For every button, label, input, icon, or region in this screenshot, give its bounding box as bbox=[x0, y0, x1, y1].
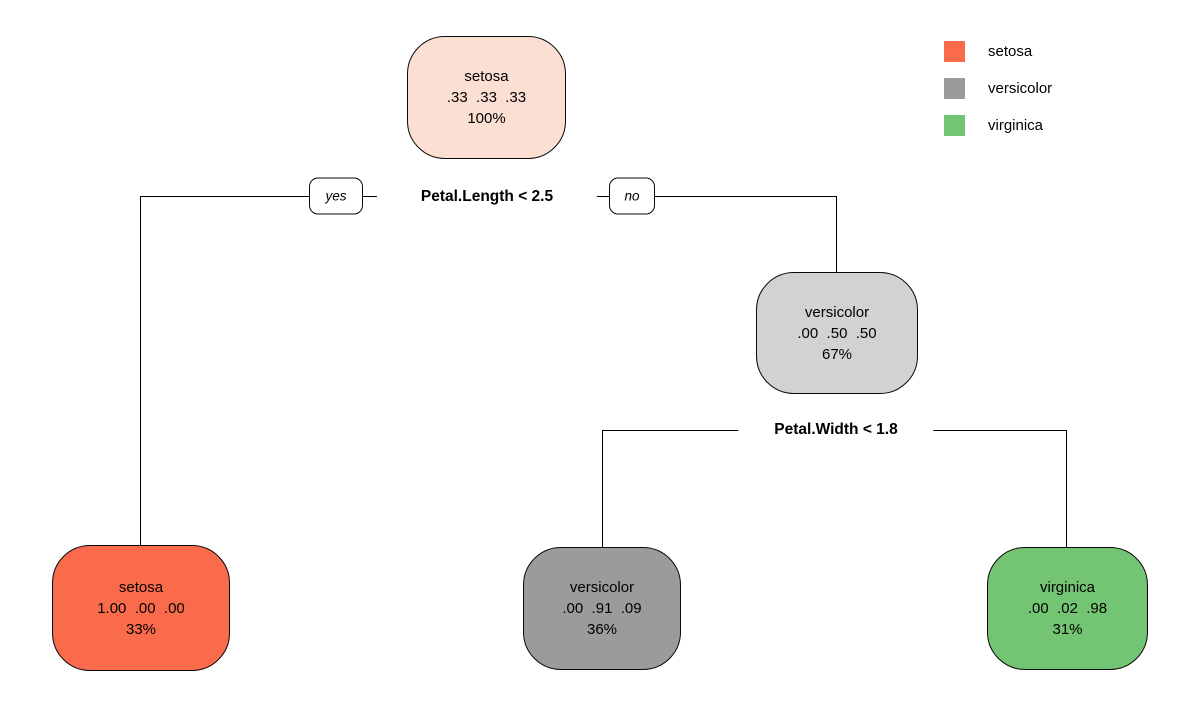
legend-swatch-setosa bbox=[944, 41, 965, 62]
node-class-label: setosa bbox=[464, 68, 509, 85]
node-probabilities: .33 .33 .33 bbox=[446, 89, 527, 106]
node-probabilities: .00 .91 .09 bbox=[562, 600, 642, 617]
node-class-label: virginica bbox=[1039, 579, 1096, 596]
branch-no-label: no bbox=[624, 188, 640, 204]
node-coverage: 36% bbox=[586, 621, 618, 638]
tree-node-leaf-setosa: setosa 1.00 .00 .00 33% bbox=[52, 545, 230, 671]
legend-swatch-versicolor bbox=[944, 78, 965, 99]
tree-node-leaf-virginica: virginica .00 .02 .98 31% bbox=[987, 547, 1148, 670]
branch-no-box: no bbox=[609, 177, 655, 215]
tree-node-leaf-versicolor: versicolor .00 .91 .09 36% bbox=[523, 547, 681, 670]
legend-label-setosa: setosa bbox=[988, 43, 1033, 60]
legend-item-virginica: virginica bbox=[944, 115, 1052, 136]
tree-node-internal-versicolor: versicolor .00 .50 .50 67% bbox=[756, 272, 918, 394]
node-coverage: 67% bbox=[821, 345, 853, 363]
split-condition-petal-length: Petal.Length < 2.5 bbox=[376, 183, 598, 211]
split-condition-petal-width: Petal.Width < 1.8 bbox=[738, 416, 934, 444]
node-probabilities: 1.00 .00 .00 bbox=[97, 599, 185, 617]
node-class-label: setosa bbox=[118, 578, 164, 596]
node-class-label: versicolor bbox=[569, 579, 635, 596]
node-coverage: 100% bbox=[467, 110, 506, 127]
branch-yes-label: yes bbox=[325, 188, 347, 204]
tree-node-root: setosa .33 .33 .33 100% bbox=[407, 36, 566, 159]
node-coverage: 31% bbox=[1052, 621, 1083, 638]
legend-item-versicolor: versicolor bbox=[944, 78, 1052, 99]
node-probabilities: .00 .02 .98 bbox=[1027, 600, 1108, 617]
branch-yes-box: yes bbox=[309, 177, 363, 215]
node-probabilities: .00 .50 .50 bbox=[797, 324, 877, 342]
legend: setosa versicolor virginica bbox=[944, 41, 1052, 152]
legend-swatch-virginica bbox=[944, 115, 965, 136]
node-coverage: 33% bbox=[125, 620, 157, 638]
node-class-label: versicolor bbox=[804, 303, 870, 321]
legend-label-virginica: virginica bbox=[988, 117, 1044, 134]
legend-item-setosa: setosa bbox=[944, 41, 1052, 62]
legend-label-versicolor: versicolor bbox=[988, 80, 1053, 97]
